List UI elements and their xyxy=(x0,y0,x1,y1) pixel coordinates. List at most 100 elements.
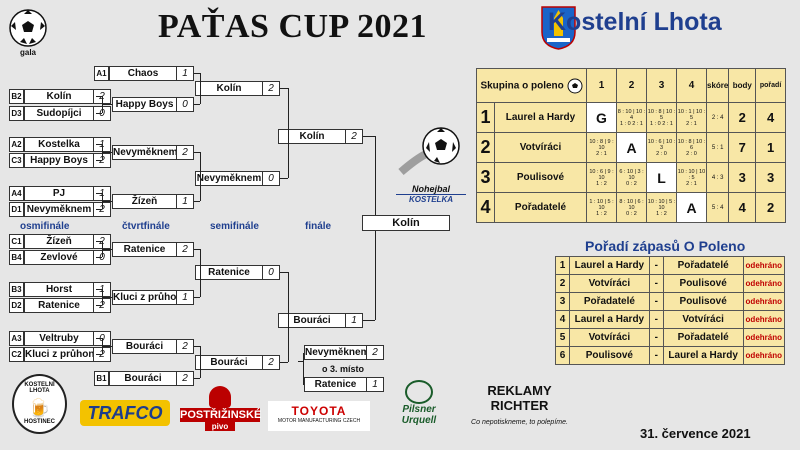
group-title-cell: Skupina o poleno xyxy=(476,68,587,103)
connector xyxy=(298,361,303,362)
team-score: 2 xyxy=(345,130,362,143)
group-result-cell: 10 : 10 | 5 : 10 1 : 2 xyxy=(646,192,677,223)
kostelni-logo-sub: HOSTINEC xyxy=(23,419,55,425)
seed-label: B3 xyxy=(9,282,24,297)
nohejbal-logo: Nohejbal KOSTELKA xyxy=(396,124,466,204)
order-number: 6 xyxy=(555,346,570,365)
group-points: 3 xyxy=(728,162,757,193)
group-header-2: 2 xyxy=(616,68,647,103)
team-name: Kolín xyxy=(299,131,325,142)
connector xyxy=(96,193,102,194)
order-team-b: Votvíráci xyxy=(662,310,744,329)
team-name: Ratenice xyxy=(314,379,357,390)
connector xyxy=(363,320,375,321)
team-score: 2 xyxy=(262,82,279,95)
seed-label: D1 xyxy=(9,202,24,217)
beer-mug-icon: 🍺 xyxy=(28,398,51,418)
team-name: Kolín xyxy=(216,83,242,94)
team-name: Nevyměknem xyxy=(305,347,366,358)
connector xyxy=(96,113,102,114)
group-team-name: Poulisové xyxy=(494,162,587,193)
team-name: Horst xyxy=(45,284,73,295)
team-name: Ratenice xyxy=(208,267,250,278)
connector xyxy=(96,257,102,258)
connector xyxy=(200,152,201,201)
order-team-a: Pořadatelé xyxy=(569,292,650,311)
team-name: Bouráci xyxy=(210,357,248,368)
connector xyxy=(102,297,112,298)
team-name: Bouráci xyxy=(293,315,331,326)
team-name: Ratenice xyxy=(38,300,80,311)
group-result-cell: 8 : 10 | 10 : 4 1 : 0 2 : 1 xyxy=(616,102,647,133)
round-label-r16: osmifinále xyxy=(20,221,70,232)
connector xyxy=(363,136,375,137)
nohejbal-line2: KOSTELKA xyxy=(396,194,466,204)
pilsner-logo: Pilsner Urquell xyxy=(388,380,450,430)
sf-team: Kolín 2 xyxy=(195,81,280,96)
seed-label: D2 xyxy=(9,298,24,313)
group-header-4: 4 xyxy=(676,68,707,103)
team-name: Chaos xyxy=(127,68,159,79)
group-header-3: 3 xyxy=(646,68,677,103)
seed-label: D3 xyxy=(9,106,24,121)
group-result-cell: 10 : 8 | 9 : 10 2 : 1 xyxy=(586,132,617,163)
order-title: Pořadí zápasů O Poleno xyxy=(585,238,746,254)
connector xyxy=(96,305,102,306)
group-result-cell: 10 : 6 | 9 : 10 1 : 2 xyxy=(586,162,617,193)
connector xyxy=(288,272,289,362)
third-place-label: o 3. místo xyxy=(322,364,365,374)
kostelni-logo-text: KOSTELNÍ LHOTA xyxy=(24,382,55,394)
group-points: 7 xyxy=(728,132,757,163)
team-score: 2 xyxy=(176,243,193,256)
event-date: 31. července 2021 xyxy=(640,426,751,441)
connector xyxy=(102,201,112,202)
richter-sub: Co nepotiskneme, to polepíme. xyxy=(471,419,568,426)
team-name: Žízeň xyxy=(46,236,72,247)
team-name: Nevyměknem xyxy=(26,204,92,215)
team-name: Veltruby xyxy=(39,333,79,344)
group-row-number: 1 xyxy=(476,102,495,133)
soccer-ball-icon xyxy=(567,78,583,93)
order-dash: - xyxy=(649,274,664,293)
connector xyxy=(96,241,102,242)
group-row-number: 3 xyxy=(476,162,495,193)
order-number: 1 xyxy=(555,256,570,275)
order-status: odehráno xyxy=(742,310,786,329)
team-name: Nevyměknem xyxy=(113,147,176,158)
trafco-logo: TRAFCO xyxy=(80,400,170,426)
team-score: 2 xyxy=(176,340,193,353)
team-name: Bouráci xyxy=(125,341,164,352)
order-team-a: Poulisové xyxy=(569,346,650,365)
team-score: 0 xyxy=(176,98,193,111)
team-name: Nevyměknem xyxy=(196,173,262,184)
team-score: 2 xyxy=(176,372,193,385)
seed-label: B1 xyxy=(94,371,109,386)
connector xyxy=(102,249,112,250)
qf-team: Bouráci 2 xyxy=(112,339,194,354)
toyota-text: TOYOTA xyxy=(291,404,347,418)
order-number: 3 xyxy=(555,292,570,311)
group-header-score: skóre xyxy=(705,68,730,103)
connector xyxy=(200,249,201,297)
connector xyxy=(194,346,200,347)
order-team-b: Laurel a Hardy xyxy=(662,346,744,365)
group-team-name: Pořadatelé xyxy=(494,192,587,223)
r16-team: Veltruby0 xyxy=(24,331,111,346)
group-score: 2 : 4 xyxy=(705,102,730,133)
team-name: Kluci z průhonu xyxy=(113,292,176,303)
group-result-cell: A xyxy=(616,132,647,163)
seed-label: A3 xyxy=(9,331,24,346)
order-team-b: Pořadatelé xyxy=(662,256,744,275)
order-dash: - xyxy=(649,292,664,311)
